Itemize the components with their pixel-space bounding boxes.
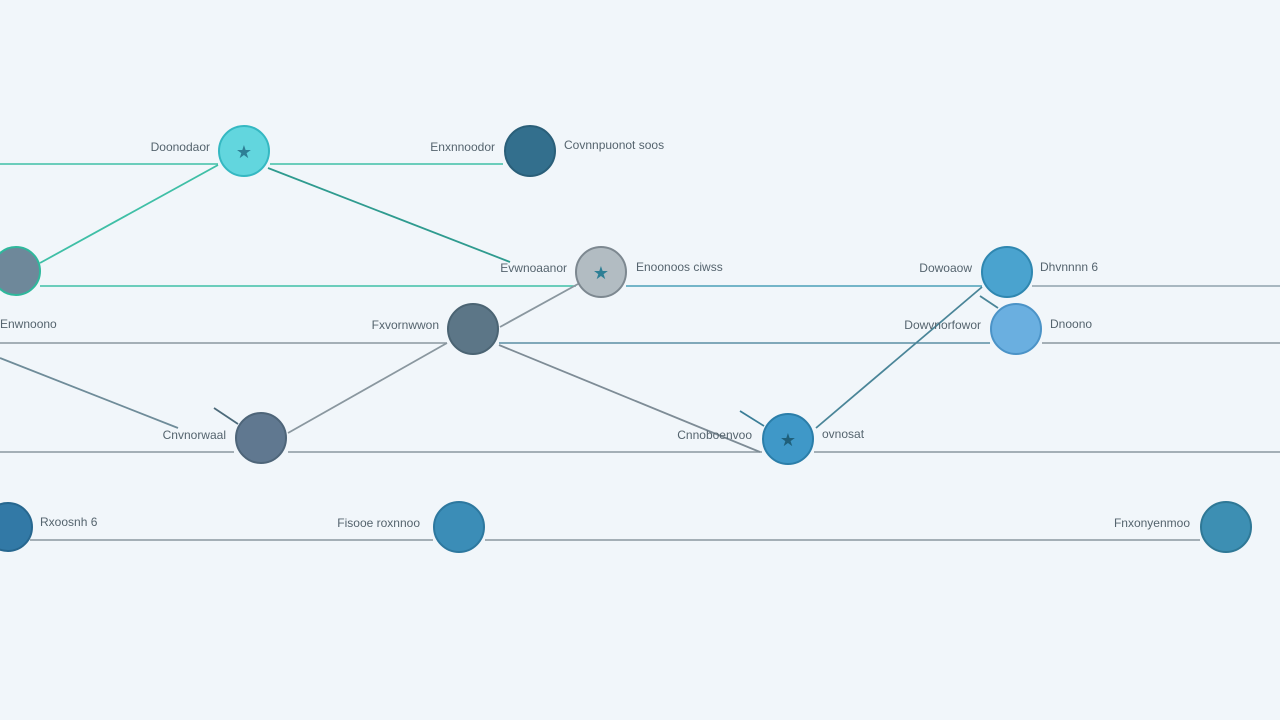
node-circle[interactable] [504,125,556,177]
node-circle[interactable] [1200,501,1252,553]
node-circle[interactable] [575,246,627,298]
node-n9[interactable]: ★ Cnnoboenvoo ovnosat [677,413,865,465]
edge [287,342,448,434]
lane-lines [0,163,1280,541]
node-label: Evwnoaanor [500,261,567,275]
node-circle[interactable] [433,501,485,553]
edge [0,357,179,429]
node-circle[interactable] [0,502,33,552]
node-label: Fxvornwwon [372,318,439,332]
edge [815,286,983,429]
node-n11[interactable]: Fisooe roxnnoo [337,501,485,553]
star-icon: ★ [236,142,252,162]
node-label: Enxnnoodor [430,140,495,154]
node-n10[interactable]: Rxoosnh 6 [0,502,98,552]
node-circle[interactable] [990,303,1042,355]
node-label: Fnxonyenmoo [1114,516,1190,530]
node-label: Doonodaor [151,140,210,154]
edge [498,344,761,453]
node-circle[interactable] [447,303,499,355]
node-label: Rxoosnh 6 [40,515,98,529]
node-circle[interactable] [762,413,814,465]
node-n6[interactable]: Fxvornwwon [372,303,499,355]
node-n7[interactable]: Dowvnorfowor Dnoono [904,303,1092,355]
node-n4[interactable]: ★ Evwnoaanor Enoonoos ciwss [500,246,723,298]
star-icon: ★ [780,430,796,450]
edge [213,407,239,425]
node-label: Dowoaow [919,261,972,275]
node-circle[interactable] [218,125,270,177]
node-n2[interactable]: Enxnnoodor Covnnpuonot soos [430,125,664,177]
node-label: Dnoono [1050,317,1092,331]
node-n5[interactable]: Dowoaow Dhvnnnn 6 [919,246,1098,298]
node-label: Enoonoos ciwss [636,260,723,274]
node-label: Cnnoboenvoo [677,428,752,442]
edge [979,295,999,309]
node-n8[interactable]: Cnvnorwaal [163,412,287,464]
node-label: Fisooe roxnnoo [337,516,420,530]
node-label: Dowvnorfowor [904,318,981,332]
node-label: Dhvnnnn 6 [1040,260,1098,274]
diagonal-edges [0,164,999,453]
edge [267,167,511,263]
node-circle[interactable] [981,246,1033,298]
node-label: Covnnpuonot soos [564,138,664,152]
node-n12[interactable]: Fnxonyenmoo [1114,501,1252,553]
node-label: Enwnoono [0,317,57,331]
node-n1[interactable]: ★ Doonodaor [151,125,270,177]
node-n3[interactable] [0,246,41,296]
edge [39,164,219,264]
edge [499,283,579,328]
edge [739,410,765,427]
star-icon: ★ [593,263,609,283]
node-circle[interactable] [0,246,41,296]
node-label: Cnvnorwaal [163,428,226,442]
node-circle[interactable] [235,412,287,464]
node-label: ovnosat [822,427,865,441]
